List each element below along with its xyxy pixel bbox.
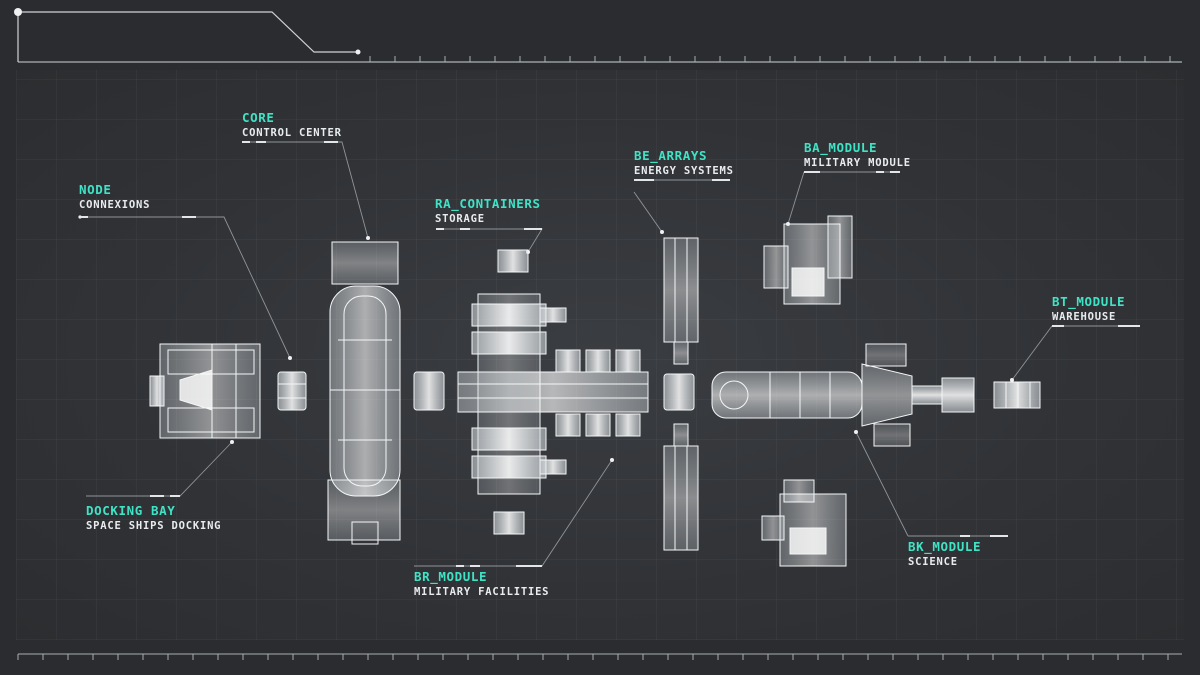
- label-dashes: [80, 141, 1140, 567]
- node-title: NODE: [79, 182, 112, 197]
- label-be-arrays: BE_ARRAYS ENERGY SYSTEMS: [634, 148, 734, 177]
- label-node: NODE CONNEXIONS: [79, 182, 151, 211]
- ra-containers-subtitle: STORAGE: [435, 212, 485, 225]
- ba-module-subtitle: MILITARY MODULE: [804, 156, 911, 169]
- label-bt-module: BT_MODULE WAREHOUSE: [1052, 294, 1126, 323]
- bt-module-subtitle: WAREHOUSE: [1052, 310, 1117, 323]
- bt-module-title: BT_MODULE: [1052, 294, 1126, 309]
- node-module: [277, 371, 307, 411]
- ra-containers-title: RA_CONTAINERS: [435, 196, 541, 211]
- be-arrays-title: BE_ARRAYS: [634, 148, 708, 163]
- label-core: CORE CONTROL CENTER: [242, 110, 342, 139]
- main-trunk: [711, 343, 975, 447]
- docking-bay-title: DOCKING BAY: [86, 503, 176, 518]
- top-frame: [14, 8, 1182, 63]
- ba-module-title: BA_MODULE: [804, 140, 878, 155]
- bottom-ruler: [17, 653, 1182, 660]
- label-bk-module: BK_MODULE SCIENCE: [908, 539, 982, 568]
- connector-module: [413, 371, 445, 411]
- ra-containers: [493, 249, 641, 535]
- label-ra-containers: RA_CONTAINERS STORAGE: [435, 196, 541, 225]
- br-module-subtitle: MILITARY FACILITIES: [414, 585, 550, 598]
- label-ba-module: BA_MODULE MILITARY MODULE: [804, 140, 911, 169]
- bk-module-subtitle: SCIENCE: [908, 555, 958, 568]
- bk-module: [761, 479, 847, 567]
- bt-module: [993, 381, 1041, 409]
- label-br-module: BR_MODULE MILITARY FACILITIES: [414, 569, 550, 598]
- core-module: [327, 241, 401, 545]
- core-title: CORE: [242, 110, 275, 125]
- label-docking-bay: DOCKING BAY SPACE SHIPS DOCKING: [86, 503, 222, 532]
- ba-module: [763, 215, 853, 305]
- core-subtitle: CONTROL CENTER: [242, 126, 342, 139]
- node-subtitle: CONNEXIONS: [79, 198, 151, 211]
- bk-module-title: BK_MODULE: [908, 539, 982, 554]
- be-arrays-subtitle: ENERGY SYSTEMS: [634, 164, 734, 177]
- br-module: [457, 293, 649, 495]
- docking-bay-subtitle: SPACE SHIPS DOCKING: [86, 519, 222, 532]
- be-arrays: [663, 237, 699, 551]
- hub-node: [663, 373, 695, 411]
- docking-bay-module: [149, 343, 261, 439]
- br-module-title: BR_MODULE: [414, 569, 488, 584]
